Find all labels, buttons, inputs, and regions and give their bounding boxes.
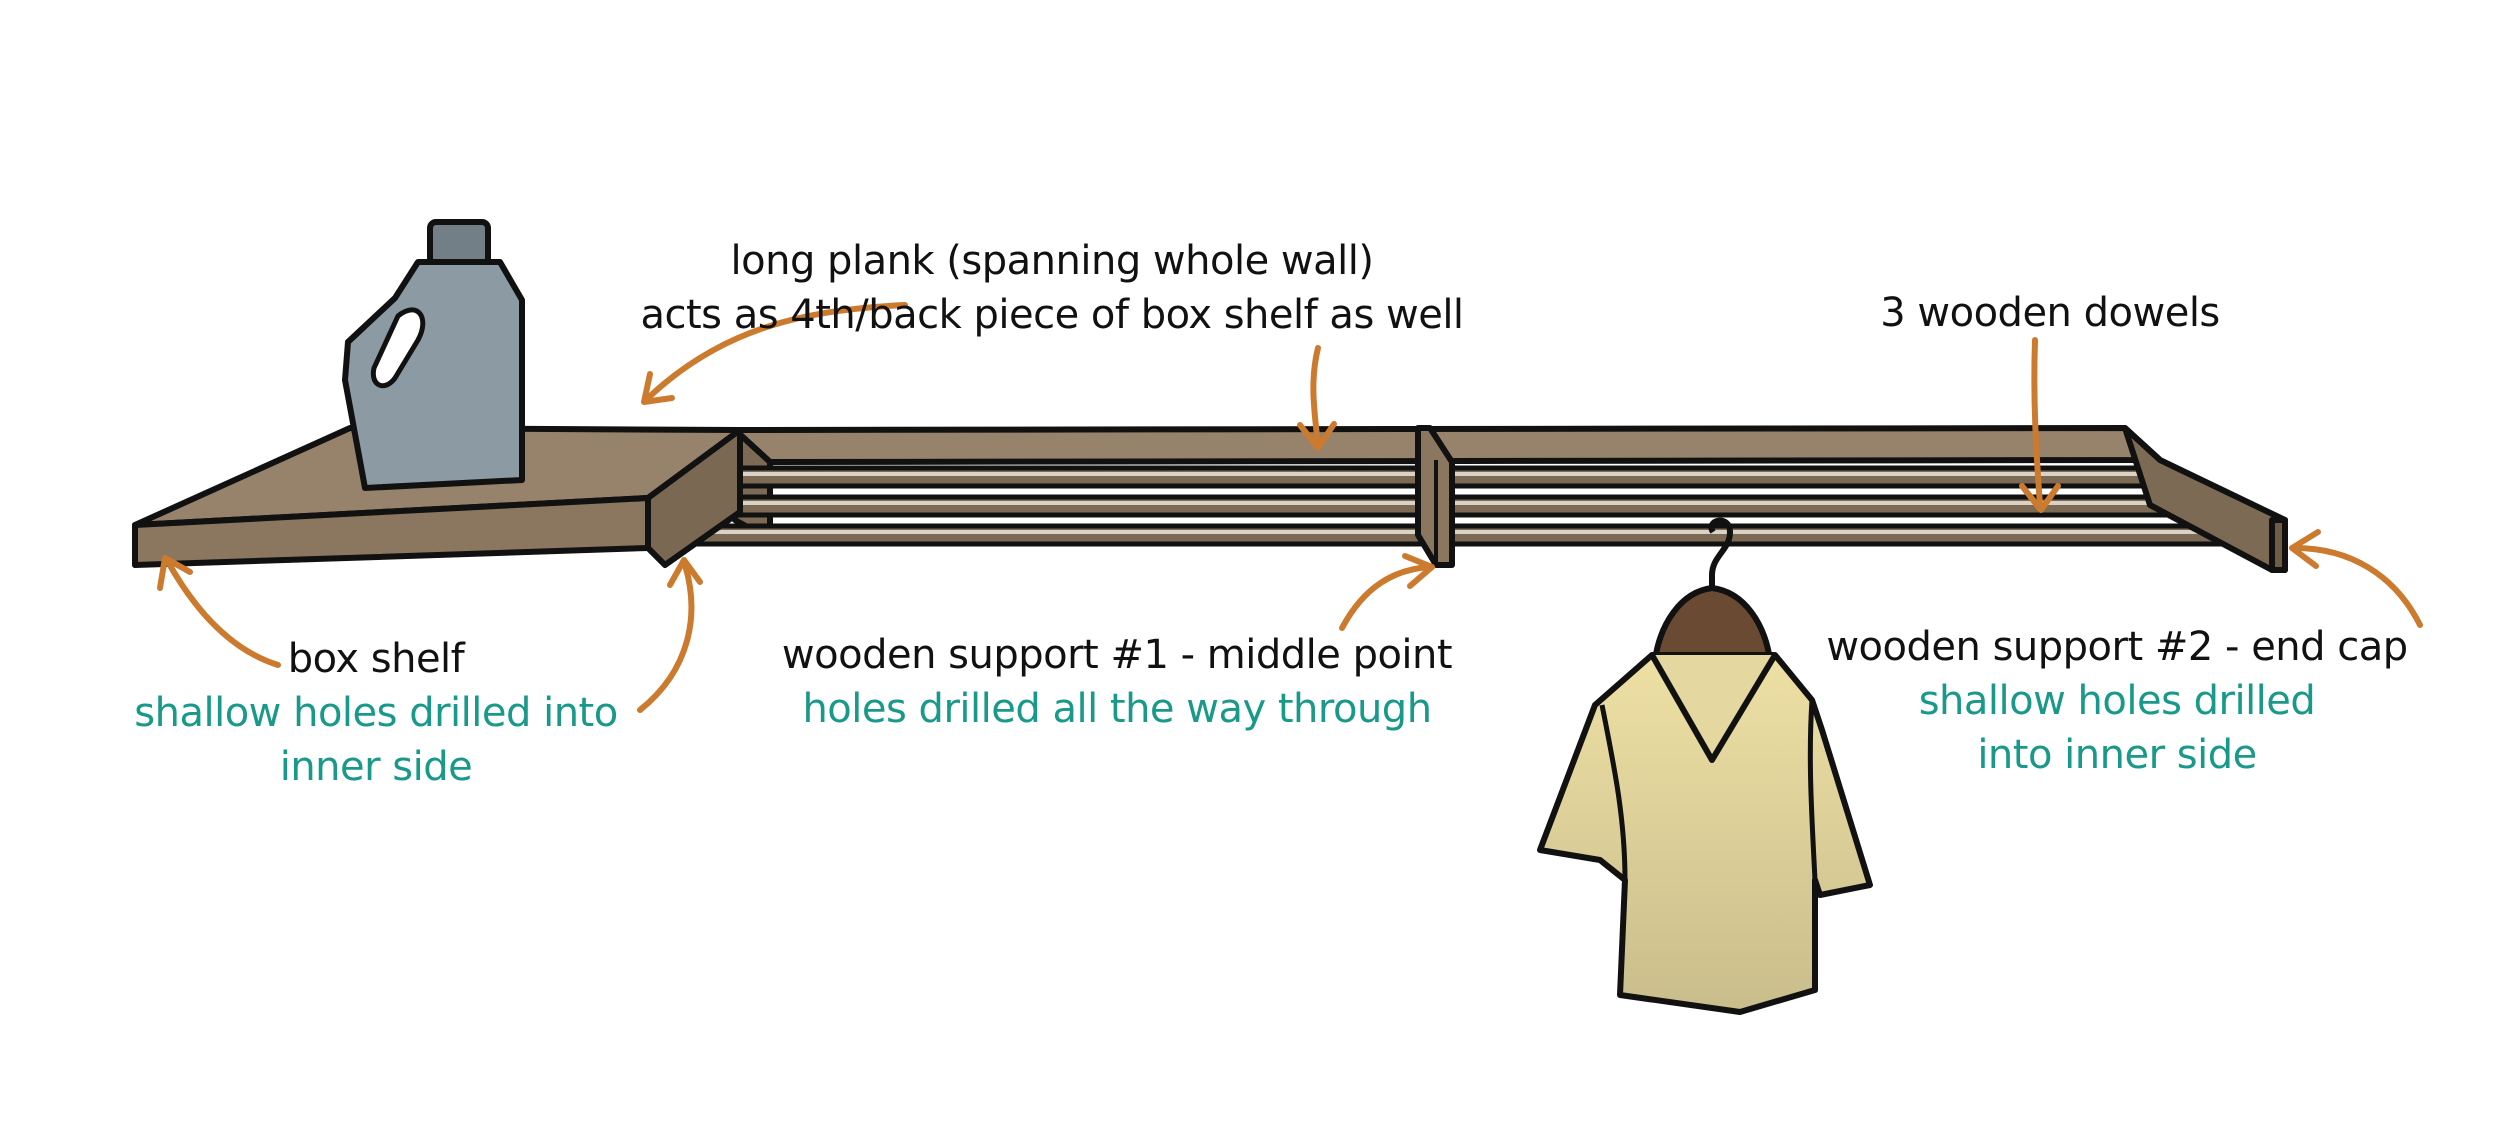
arrow-plank-down [1310,345,1321,448]
label-dowels: 3 wooden dowels [1840,286,2260,340]
box-shelf-side [645,427,743,568]
label-support-2-title: wooden support #2 - end cap [1826,624,2408,670]
label-support-1-title: wooden support #1 - middle point [781,632,1453,678]
annotation-arrows [157,302,2423,713]
arrow-dowels [2031,337,2043,508]
label-long-plank-line1: long plank (spanning whole wall) [730,238,1374,284]
arrow-support-1 [1339,564,1431,631]
label-support-2-note1: shallow holes drilled [1918,678,2316,724]
label-support-1-note1: holes drilled all the way through [802,686,1432,732]
arrow-box-shelf-inner [637,562,695,713]
label-long-plank: long plank (spanning whole wall) acts as… [612,234,1492,342]
wooden-dowels [649,462,2275,547]
wooden-support-2 [2122,425,2288,573]
shirt-icon [1537,652,1873,1015]
wooden-support-1 [1415,425,1455,568]
label-long-plank-line2: acts as 4th/back piece of box shelf as w… [640,292,1464,338]
label-box-shelf-note2: inner side [279,744,473,790]
arrow-support-2 [2292,545,2423,628]
detergent-jug-icon [342,219,525,491]
label-box-shelf-note1: shallow holes drilled into [134,690,618,736]
dowel-front [649,523,2275,547]
label-support-2: wooden support #2 - end cap shallow hole… [1787,620,2447,782]
label-dowels-line1: 3 wooden dowels [1880,290,2220,336]
label-support-1: wooden support #1 - middle point holes d… [737,628,1497,736]
arrow-long-plank [645,302,908,401]
label-box-shelf-title: box shelf [287,636,465,682]
label-support-2-note2: into inner side [1977,732,2257,778]
arrow-box-shelf [165,559,281,668]
label-box-shelf: box shelf shallow holes drilled into inn… [66,632,686,794]
